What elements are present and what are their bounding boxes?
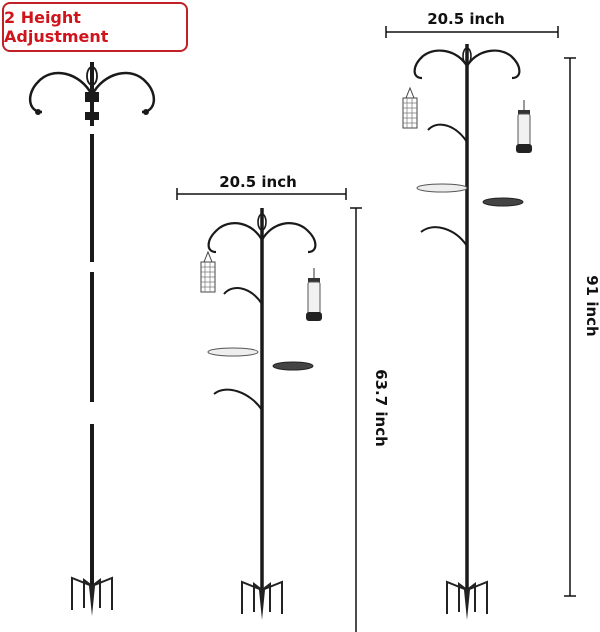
height-adjustment-badge: 2 Height Adjustment bbox=[2, 2, 188, 52]
badge-text: 2 Height Adjustment bbox=[4, 8, 109, 46]
tube-feeder bbox=[305, 267, 323, 322]
height-label-tall: 91 inch bbox=[583, 275, 600, 337]
height-dimension-tall: 91 inch bbox=[564, 57, 600, 597]
tube-feeder bbox=[515, 99, 533, 154]
height-dimension-short: 63.7 inch bbox=[350, 207, 390, 632]
width-dimension-short: 20.5 inch bbox=[176, 173, 347, 200]
suet-cage bbox=[402, 87, 418, 129]
water-tray bbox=[416, 183, 468, 193]
width-label-short: 20.5 inch bbox=[219, 173, 297, 191]
mesh-tray bbox=[272, 361, 314, 371]
height-label-short: 63.7 inch bbox=[372, 369, 390, 447]
water-tray bbox=[207, 347, 259, 357]
mesh-tray bbox=[482, 197, 524, 207]
short-configuration-pole bbox=[200, 208, 323, 621]
suet-cage bbox=[200, 251, 216, 293]
tall-configuration-pole bbox=[402, 44, 533, 621]
width-dimension-tall: 20.5 inch bbox=[385, 10, 559, 38]
disassembled-pole bbox=[29, 62, 155, 617]
pole-top-section bbox=[29, 62, 155, 126]
width-label-tall: 20.5 inch bbox=[427, 10, 505, 28]
